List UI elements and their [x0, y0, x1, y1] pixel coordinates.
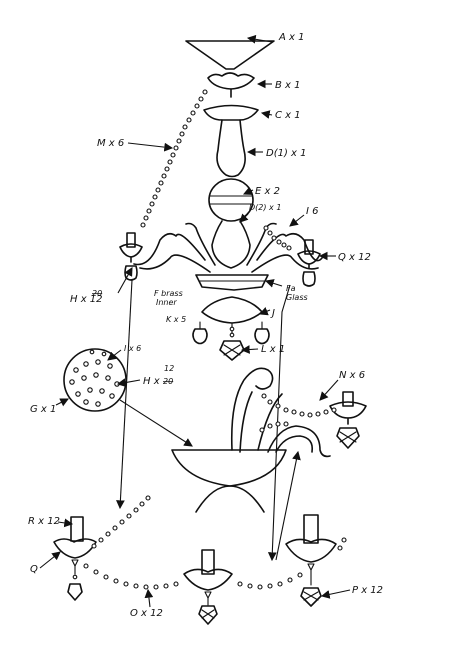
label-o: O x 12 [130, 608, 163, 619]
label-d2: D(2) x 1 [249, 203, 281, 212]
label-fa: Fa [286, 284, 296, 293]
label-m: M x 6 [97, 138, 124, 149]
lower-cup-left [53, 516, 97, 601]
candle-cup-left [119, 232, 143, 281]
label-q-upper: Q x 12 [338, 252, 371, 263]
part-labels: A x 1 B x 1 C x 1 D(1) x 1 E x 2 D(2) x … [28, 32, 383, 619]
candle-cup-n [329, 391, 367, 449]
label-i: I 6 [306, 206, 319, 217]
label-g-h-struck: 20 [163, 377, 173, 386]
label-a: A x 1 [278, 32, 304, 43]
label-b: B x 1 [275, 80, 301, 91]
label-f-inner: Inner [156, 298, 177, 307]
label-fa-glass: Glass [286, 293, 308, 302]
pendant-part-l [219, 322, 245, 361]
label-l: L x 1 [261, 344, 285, 355]
label-h-upper: H x 12 [70, 294, 103, 305]
label-k: K x 5 [166, 315, 186, 324]
disc-part-g [63, 348, 127, 412]
label-n: N x 6 [339, 370, 365, 381]
lower-cup-center [183, 549, 233, 625]
drop-part-k [192, 321, 270, 345]
label-g-i: I x 6 [124, 344, 141, 353]
label-r: R x 12 [28, 516, 60, 527]
sphere-part-e [208, 178, 254, 222]
label-q-lower: Q [30, 564, 38, 575]
glass-body-part-d2 [211, 220, 251, 269]
label-g-h: H x [143, 376, 160, 387]
label-p: P x 12 [352, 585, 383, 596]
s-arm-lower [230, 367, 331, 458]
cup-part-c [203, 104, 259, 121]
cup-part-b [207, 72, 255, 98]
chain-part-m [140, 89, 208, 228]
canopy-part-a [185, 40, 275, 70]
label-g: G x 1 [30, 404, 56, 415]
bowl-part-f [195, 274, 269, 291]
label-h-upper-struck: 20 [92, 289, 102, 298]
label-e: E x 2 [255, 186, 280, 197]
glass-body-part-d1 [216, 119, 246, 178]
label-f-brass: F brass [154, 289, 183, 298]
label-g-h-top: 12 [164, 364, 174, 373]
cup-part-j [201, 296, 263, 324]
lower-bowl [171, 449, 287, 513]
candle-cup-right [297, 239, 321, 287]
bead-garland-n [259, 393, 337, 433]
label-j: J [270, 308, 275, 319]
chandelier-arms [133, 222, 323, 273]
label-c: C x 1 [275, 110, 301, 121]
bead-swag-o [83, 495, 347, 590]
bead-garland-right-arm [263, 225, 292, 251]
label-d1: D(1) x 1 [266, 148, 307, 159]
lower-cup-right [285, 514, 337, 607]
